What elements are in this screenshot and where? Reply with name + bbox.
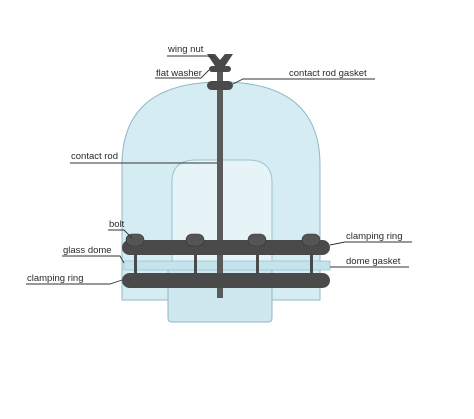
leader-lines — [26, 55, 412, 285]
leader-flat-washer — [155, 69, 210, 79]
dome-gasket-shape — [123, 260, 331, 271]
label-glass-dome: glass dome — [63, 245, 112, 256]
label-bolt: bolt — [109, 219, 125, 230]
bolt-4 — [301, 233, 321, 282]
label-contact-rod-gasket: contact rod gasket — [289, 68, 367, 79]
bolt-2 — [185, 233, 205, 282]
leader-wing-nut — [167, 55, 216, 59]
label-clamping-ring-lower: clamping ring — [27, 273, 84, 284]
label-wing-nut: wing nut — [167, 44, 204, 55]
label-contact-rod: contact rod — [71, 151, 118, 162]
leader-contact-rod-gasket — [232, 78, 375, 85]
leader-bolt — [108, 229, 133, 239]
leader-clamping-ring-upper — [329, 241, 412, 246]
leader-clamping-ring-lower — [26, 279, 123, 285]
label-flat-washer: flat washer — [156, 68, 202, 79]
label-dome-gasket: dome gasket — [346, 256, 401, 267]
upper-clamping-ring-shape — [122, 240, 330, 255]
lower-clamping-ring-shape — [122, 273, 330, 288]
flat-washer-shape — [209, 66, 231, 72]
bolt-3 — [247, 233, 267, 282]
leader-glass-dome — [62, 255, 125, 264]
contact-rod-gasket-shape — [207, 81, 233, 90]
wing-nut-shape — [207, 54, 233, 66]
contact-rod-shape — [217, 72, 223, 298]
label-clamping-ring-upper: clamping ring — [346, 231, 403, 242]
